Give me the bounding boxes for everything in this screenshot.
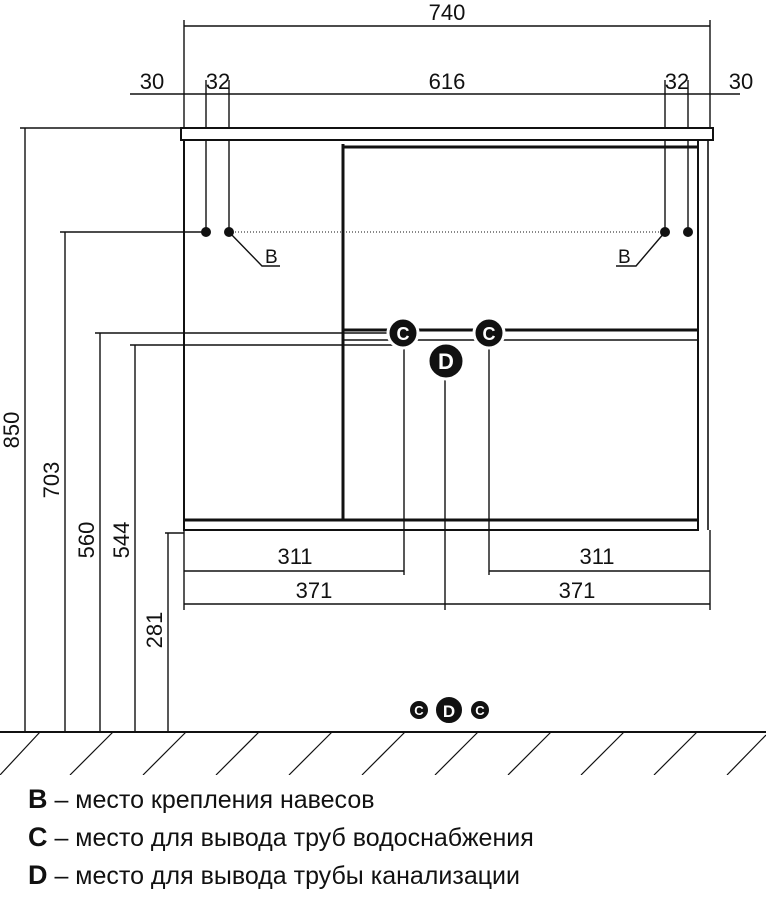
cabinet-body	[183, 139, 709, 531]
legend-item-b: B – место крепления навесов	[28, 780, 748, 818]
dim-pipe-height-c: 560	[74, 522, 99, 559]
dim-right-offset: 30	[729, 69, 753, 94]
dim-left-hook: 32	[206, 69, 230, 94]
dim-right-half: 371	[559, 578, 596, 603]
cabinet-diagram: B B C C D C D C	[0, 0, 766, 775]
dim-right-hook: 32	[665, 69, 689, 94]
dim-left-c-offset: 311	[277, 544, 312, 569]
dim-hook-height: 703	[39, 462, 64, 499]
dim-left-offset: 30	[140, 69, 164, 94]
dim-bottom-height: 281	[142, 612, 167, 649]
legend-text: – место крепления навесов	[54, 786, 375, 814]
svg-text:B: B	[265, 247, 278, 268]
hook-marker-right: B	[616, 227, 693, 268]
legend-key: B	[28, 784, 48, 814]
water-pipe-marker-left: C	[386, 316, 420, 350]
svg-text:B: B	[618, 247, 631, 268]
legend-item-d: D – место для вывода трубы канализации	[28, 856, 748, 894]
legend-item-c: C – место для вывода труб водоснабжения	[28, 818, 748, 856]
water-pipe-marker-right: C	[472, 316, 506, 350]
svg-text:C: C	[397, 324, 410, 344]
legend: B – место крепления навесов C – место дл…	[28, 780, 748, 894]
dim-right-c-offset: 311	[579, 544, 614, 569]
legend-key: D	[28, 860, 48, 890]
dim-between-hooks: 616	[429, 69, 466, 94]
dim-total-height: 850	[0, 412, 24, 449]
svg-text:C: C	[414, 703, 424, 718]
legend-text: – место для вывода труб водоснабжения	[54, 824, 534, 852]
countertop	[180, 127, 714, 141]
dim-pipe-height-d: 544	[109, 522, 134, 559]
drain-pipe-marker: D	[426, 341, 466, 381]
svg-text:C: C	[483, 324, 496, 344]
floor-hatching	[0, 731, 766, 775]
dim-left-half: 371	[296, 578, 333, 603]
svg-text:C: C	[475, 703, 485, 718]
hook-marker-left: B	[201, 227, 280, 268]
svg-text:D: D	[443, 702, 455, 721]
legend-key: C	[28, 822, 48, 852]
dim-total-width: 740	[429, 0, 466, 25]
svg-text:D: D	[438, 349, 454, 374]
legend-text: – место для вывода трубы канализации	[54, 862, 520, 890]
floor-pipe-markers: C D C	[408, 695, 491, 725]
